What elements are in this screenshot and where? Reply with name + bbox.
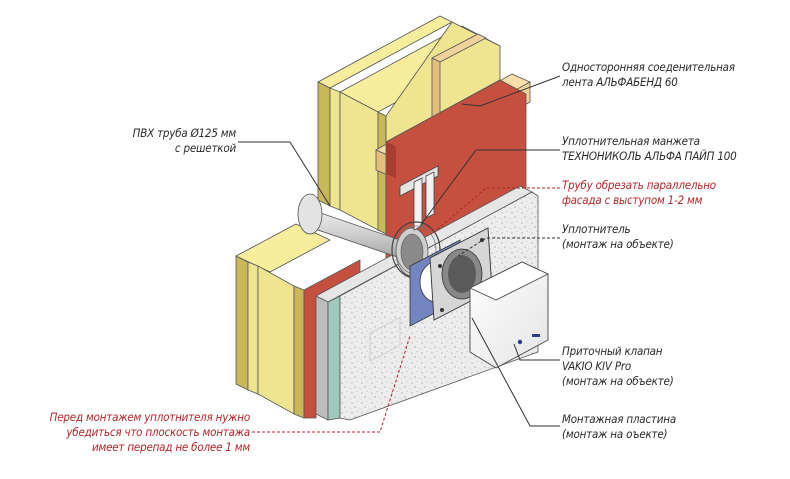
label-plate: Монтажная пластина(монтаж на оъекте)	[562, 412, 676, 441]
upper-wall-block	[317, 15, 531, 261]
leader-lines	[238, 75, 561, 433]
valve-indicator-icon	[517, 339, 523, 345]
metal-bracket	[399, 165, 439, 231]
supply-valve	[469, 261, 549, 369]
label-seal: Уплотнитель(монтаж на объекте)	[562, 222, 674, 251]
